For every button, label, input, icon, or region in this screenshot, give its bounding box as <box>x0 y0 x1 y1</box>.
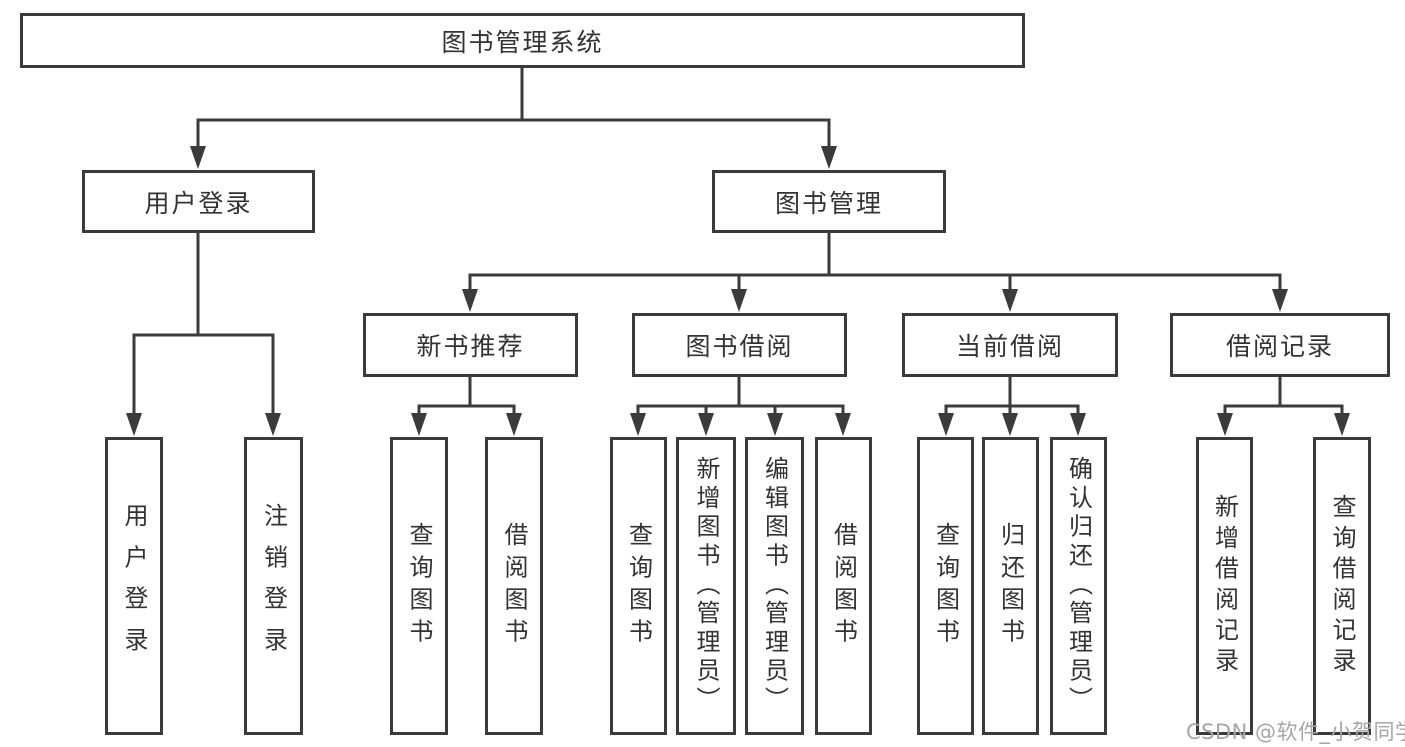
node-edit-books-admin: 编辑图书（管理员） <box>745 437 804 735</box>
node-query-books-current: 查询图书 <box>917 437 974 735</box>
connector-new-book-recommend-children <box>411 377 522 436</box>
node-query-books-recommend: 查询图书 <box>390 437 448 735</box>
node-borrow-books-borrowing: 借阅图书 <box>815 437 872 735</box>
connector-user-login-children <box>126 233 281 436</box>
node-logout-leaf: 注销登录 <box>244 437 303 735</box>
node-confirm-return-admin: 确认归还（管理员） <box>1050 437 1107 735</box>
connector-book-borrowing-children <box>630 377 851 436</box>
node-borrow-books-recommend: 借阅图书 <box>485 437 543 735</box>
node-new-book-recommend: 新书推荐 <box>363 313 578 377</box>
node-book-borrowing: 图书借阅 <box>632 313 847 377</box>
connector-borrowing-records-children <box>1217 377 1350 436</box>
connector-current-borrowing-children <box>938 377 1086 436</box>
node-query-borrow-record: 查询借阅记录 <box>1313 437 1371 735</box>
csdn-watermark: CSDN @软件_小贺同学 <box>1186 720 1405 744</box>
connector-book-management-children <box>462 233 1288 312</box>
node-book-management: 图书管理 <box>712 170 946 233</box>
node-user-login-leaf: 用户登录 <box>105 437 163 735</box>
node-return-books: 归还图书 <box>982 437 1039 735</box>
node-user-login: 用户登录 <box>82 170 315 233</box>
node-query-books-borrowing: 查询图书 <box>610 437 667 735</box>
connector-root-to-level2 <box>190 68 837 169</box>
node-library-system-root: 图书管理系统 <box>20 13 1025 68</box>
node-borrowing-records: 借阅记录 <box>1170 313 1390 377</box>
node-add-books-admin: 新增图书（管理员） <box>676 437 736 735</box>
node-add-borrow-record: 新增借阅记录 <box>1196 437 1253 735</box>
node-current-borrowing: 当前借阅 <box>902 313 1118 377</box>
